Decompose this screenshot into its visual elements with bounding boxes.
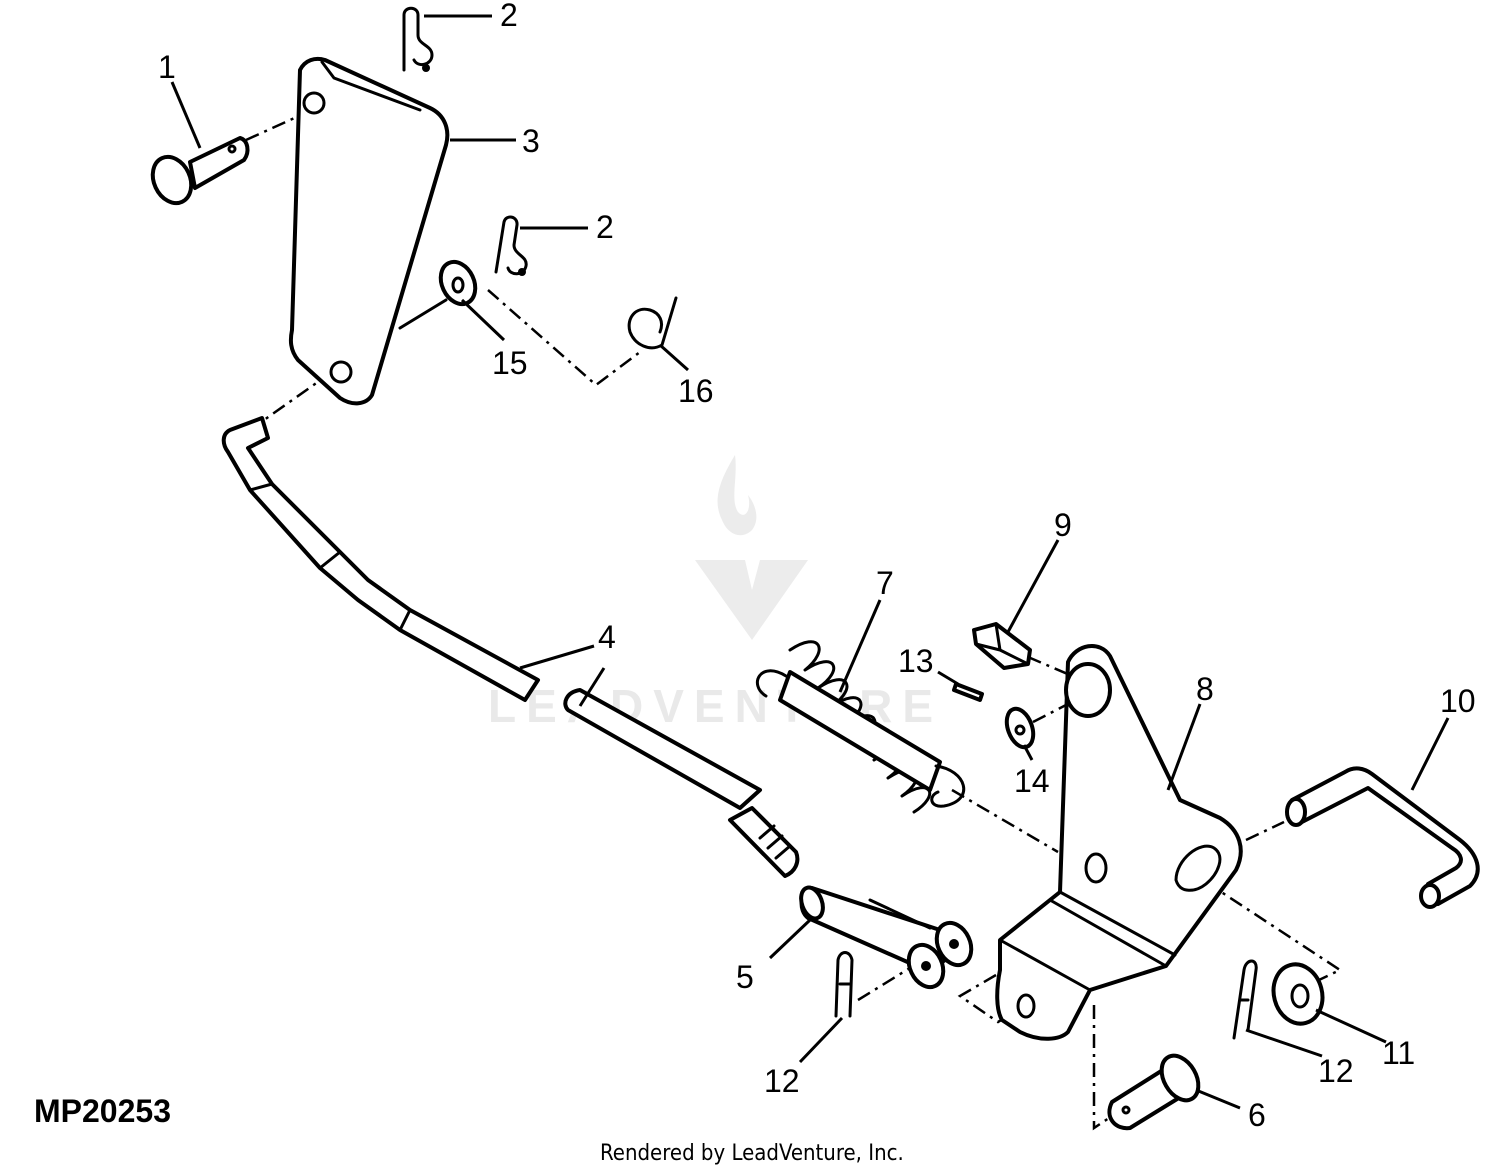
leader-5 [768, 918, 812, 960]
leader-4a [519, 644, 595, 670]
render-credit: Rendered by LeadVenture, Inc. [600, 1141, 904, 1166]
watermark: LEADVENTURE [488, 455, 933, 732]
leader-9 [1006, 539, 1060, 633]
callout-2-upper: 2 [500, 0, 518, 33]
callout-3: 3 [522, 123, 540, 159]
leader-7 [838, 599, 882, 693]
callouts: 1 2 2 3 4 5 6 7 8 9 10 11 12 12 13 14 15… [158, 0, 1476, 1133]
spring-locking-pin-2-upper [402, 6, 434, 72]
axis-clip [487, 289, 641, 387]
axis-pin6 [1092, 1005, 1119, 1131]
spring-pin-13 [952, 682, 984, 702]
callout-2-middle: 2 [596, 209, 614, 245]
washer-11 [1271, 962, 1325, 1026]
rod-4 [221, 416, 800, 878]
callout-10: 10 [1440, 683, 1476, 719]
leader-15 [460, 298, 506, 342]
leader-8 [1166, 703, 1202, 791]
callout-11: 11 [1382, 1035, 1415, 1071]
leader-lines [170, 14, 1450, 1110]
leader-11 [1315, 1008, 1387, 1044]
watermark-flame-icon [717, 455, 757, 536]
washer-14 [1004, 706, 1036, 750]
pin-6 [1107, 1053, 1201, 1131]
leader-16 [659, 343, 689, 372]
callout-13: 13 [898, 643, 934, 679]
leader-12b [1245, 1028, 1323, 1058]
cotter-pin-12-left [834, 951, 854, 1018]
leader-6 [1195, 1088, 1241, 1110]
extension-spring-7 [755, 640, 966, 814]
rod-10 [1285, 766, 1480, 909]
washer-15 [398, 259, 478, 330]
callout-4: 4 [598, 619, 616, 655]
cotter-pin-12-right [1232, 959, 1258, 1040]
watermark-v-icon [695, 560, 808, 640]
callout-1: 1 [158, 49, 176, 85]
callout-12-left: 12 [764, 1063, 800, 1099]
lever-bracket-8 [995, 644, 1243, 1041]
spring-locking-pin-2-middle [494, 215, 528, 276]
callout-8: 8 [1196, 671, 1214, 707]
mounting-plate-3 [288, 56, 450, 406]
leader-10 [1410, 717, 1450, 791]
figure-code: MP20253 [34, 1093, 171, 1129]
axis-rod10 [1245, 820, 1285, 842]
callout-9: 9 [1054, 507, 1072, 543]
clevis-5 [799, 885, 974, 990]
leader-12a [798, 1016, 844, 1064]
axis-nut-bracket [1027, 655, 1071, 677]
callout-7: 7 [876, 565, 894, 601]
axis-spring-bracket [951, 788, 1059, 854]
axis-cotter12 [857, 966, 911, 1002]
callout-6: 6 [1248, 1097, 1266, 1133]
leader-14 [1022, 744, 1034, 761]
spring-clip-16 [627, 296, 678, 350]
callout-5: 5 [736, 959, 754, 995]
leader-1 [170, 81, 202, 149]
axis-washer14 [1032, 703, 1067, 724]
leader-4b [578, 667, 606, 707]
callout-12-right: 12 [1318, 1053, 1354, 1089]
axis-washer11 [1205, 880, 1343, 992]
callout-14: 14 [1014, 763, 1050, 799]
pin-1 [150, 136, 250, 206]
callout-16: 16 [678, 373, 714, 409]
leader-13 [937, 670, 959, 686]
nut-9 [972, 622, 1032, 670]
callout-15: 15 [492, 345, 528, 381]
